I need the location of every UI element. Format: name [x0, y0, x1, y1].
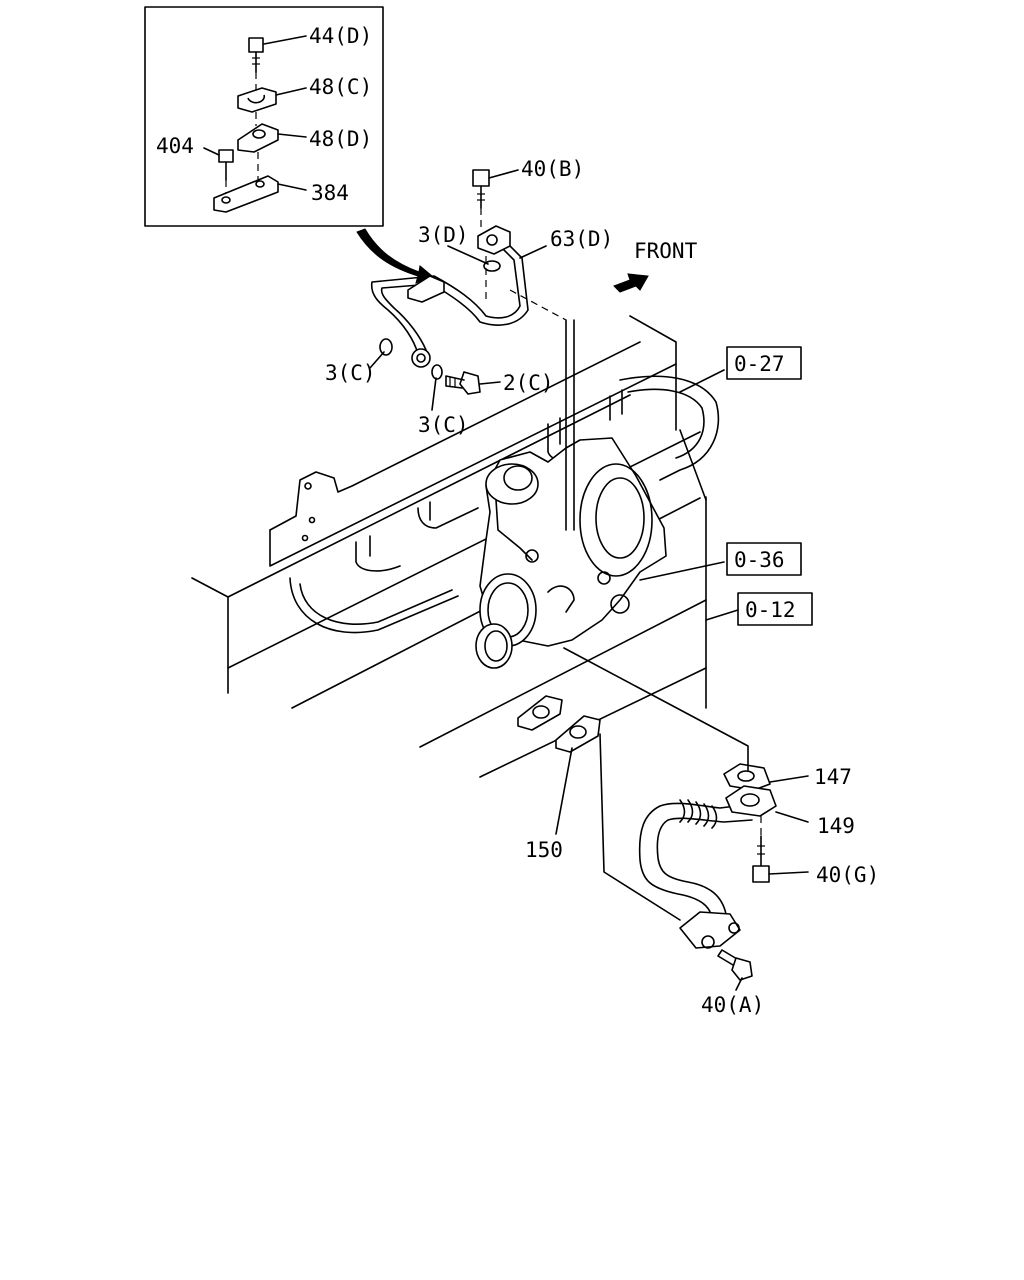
leader-lines [369, 169, 809, 991]
bolt-40a-icon [717, 949, 753, 981]
callout-40a: 40(A) [701, 993, 764, 1017]
ref-0-12: 0-12 [745, 598, 796, 622]
bracket-384-icon [213, 175, 279, 213]
gasket-150-icon [555, 715, 601, 753]
inset-detail: 44(D) 48(C) 48(D) 404 384 [144, 6, 384, 227]
callout-404: 404 [156, 134, 194, 158]
bolt-404-icon [218, 149, 234, 196]
oil-feed-pipe [370, 225, 575, 531]
ref-box-0-36 [726, 542, 802, 576]
callout-147: 147 [814, 765, 852, 789]
washer-3d-icon [483, 260, 501, 272]
ref-0-27: 0-27 [734, 352, 785, 376]
callout-150: 150 [525, 838, 563, 862]
oil-return-pipe [638, 785, 777, 949]
ref-0-36: 0-36 [734, 548, 785, 572]
callout-3c-upper: 3(C) [325, 361, 376, 385]
callout-384: 384 [311, 181, 349, 205]
bolt-2c-icon [445, 371, 481, 395]
gasket-147-icon [723, 763, 771, 791]
bolt-44d-icon [248, 37, 264, 90]
callout-40b: 40(B) [521, 157, 584, 181]
callout-149: 149 [817, 814, 855, 838]
washer-3c-upper-icon [379, 338, 393, 356]
front-label: FRONT [634, 239, 698, 263]
callout-2c: 2(C) [503, 371, 554, 395]
callout-48d: 48(D) [309, 127, 372, 151]
callout-3d: 3(D) [418, 223, 469, 247]
bolt-40g-icon [752, 816, 770, 883]
inset-frame [144, 6, 384, 227]
ref-box-0-27 [726, 346, 802, 380]
ref-box-0-12 [737, 592, 813, 626]
clamp-48c-icon [237, 87, 277, 113]
gasket-left-icon [517, 695, 563, 731]
turbocharger [475, 437, 667, 669]
callout-48c: 48(C) [309, 75, 372, 99]
callout-3c-lower: 3(C) [418, 413, 469, 437]
callout-44d: 44(D) [309, 24, 372, 48]
bolt-40b-icon [472, 169, 490, 230]
callout-63d: 63(D) [550, 227, 613, 251]
callout-40g: 40(G) [816, 863, 879, 887]
front-arrow-icon [613, 273, 649, 293]
washer-3c-lower-icon [431, 364, 443, 380]
